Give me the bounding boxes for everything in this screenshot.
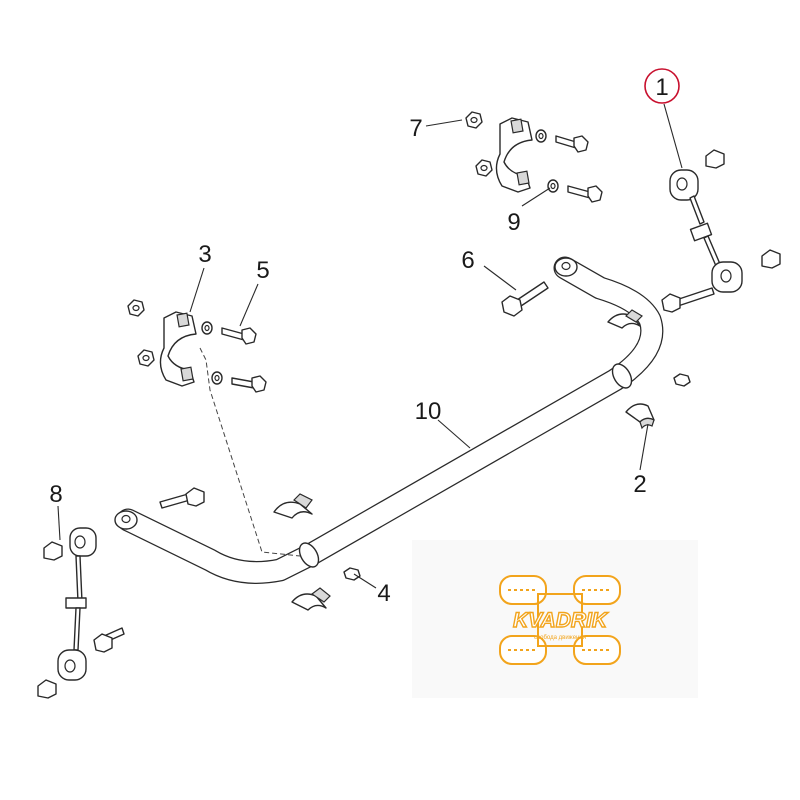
callout-4-label[interactable]: 4 [377,580,390,607]
atv-tire-icon [499,575,621,665]
link-left [57,527,97,681]
callout-3-label[interactable]: 3 [198,241,211,268]
bracket-left [159,311,301,557]
leader-lines [57,103,683,589]
washer-right-lower [547,179,559,193]
bracket-right [495,117,533,193]
watermark-brand: KVADRIK [513,609,609,632]
nut-link-left-bottom [37,679,57,699]
callout-1[interactable]: 1 [644,68,680,104]
callout-1-label: 1 [655,74,668,101]
nut-left-bottom [137,349,155,367]
callout-1-highlight-ring [644,68,680,104]
fitting-right [673,373,691,387]
nut-right-bottom [475,159,493,177]
watermark-logo: KVADRIK свобода движения [412,540,698,698]
callout-8-label[interactable]: 8 [49,481,62,508]
stabilizer-bar [114,256,664,584]
nut-link-left-top [43,541,63,561]
nut-right-top [465,111,483,129]
washer-right-upper [535,129,547,143]
bolt-link-right [661,287,715,313]
bolt-bar-left [159,487,205,509]
callout-10-label[interactable]: 10 [415,398,442,425]
nut-left-top [127,299,145,317]
washer-left-lower [211,371,223,385]
fitting-4 [343,567,361,581]
washer-left-upper [201,321,213,335]
bolt-right-lower [567,185,603,203]
bolt-link-left [93,627,125,653]
bushing-top-right [607,309,643,329]
callout-2-label[interactable]: 2 [633,471,646,498]
bushing-upper-right [625,403,655,430]
link-right [669,169,743,293]
nut-link-right-bottom [761,249,781,269]
bolt-left-lower [231,375,267,393]
bushing-left-upper [273,493,313,519]
callout-5-label[interactable]: 5 [256,257,269,284]
bolt-6 [501,281,549,317]
bolt-left-upper [221,327,257,345]
callout-7-label[interactable]: 7 [409,115,422,142]
watermark-tagline: свобода движения [534,635,586,641]
bushing-left-lower [291,587,331,611]
callout-9-label[interactable]: 9 [507,209,520,236]
callout-6-label[interactable]: 6 [461,247,474,274]
bolt-right-upper [555,135,589,153]
nut-link-right-top [705,149,725,169]
